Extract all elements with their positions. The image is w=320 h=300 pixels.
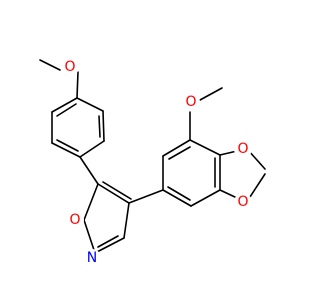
bond — [128, 189, 164, 204]
oxygen-atom: O — [234, 140, 252, 158]
atom-label-o-isoxazole: O — [69, 212, 80, 228]
bond — [162, 189, 192, 207]
oxygen-atom: O — [66, 211, 84, 229]
atom-label-o-methoxy-top: O — [64, 59, 75, 75]
bond — [39, 59, 61, 71]
bond — [76, 97, 104, 112]
bond — [168, 146, 191, 160]
bond — [190, 189, 221, 207]
bond — [102, 181, 132, 200]
bond — [189, 139, 221, 156]
bond-layer — [39, 59, 266, 254]
bond — [219, 150, 238, 156]
atom-label-n-isoxazole: N — [87, 250, 97, 266]
atom-label-layer: O O O O O N — [61, 58, 252, 267]
oxygen-atom: O — [234, 193, 252, 211]
bond — [123, 202, 130, 239]
bond — [79, 156, 99, 185]
atom-label-o-methoxy-right: O — [185, 94, 196, 110]
nitrogen-atom: N — [83, 249, 101, 267]
bond — [56, 139, 79, 152]
atom-label-o-dioxole-upper: O — [237, 141, 248, 157]
bond — [76, 71, 79, 99]
chemical-structure: O O O O O N — [39, 58, 266, 267]
bond — [199, 87, 223, 101]
atom-label-o-dioxole-lower: O — [237, 194, 248, 210]
bond — [79, 140, 105, 158]
oxygen-atom: O — [61, 58, 79, 76]
bond — [83, 183, 99, 221]
bond — [97, 235, 119, 248]
bond — [56, 103, 77, 117]
bond — [102, 110, 105, 142]
bond — [247, 173, 266, 201]
bond — [98, 115, 101, 138]
bond — [167, 186, 191, 201]
oxygen-atom: O — [182, 93, 200, 111]
bond — [51, 142, 81, 158]
bond — [94, 237, 125, 254]
bond — [83, 219, 96, 254]
bond — [219, 189, 238, 199]
bond — [97, 183, 130, 204]
bond — [162, 139, 191, 157]
bond — [51, 97, 78, 113]
